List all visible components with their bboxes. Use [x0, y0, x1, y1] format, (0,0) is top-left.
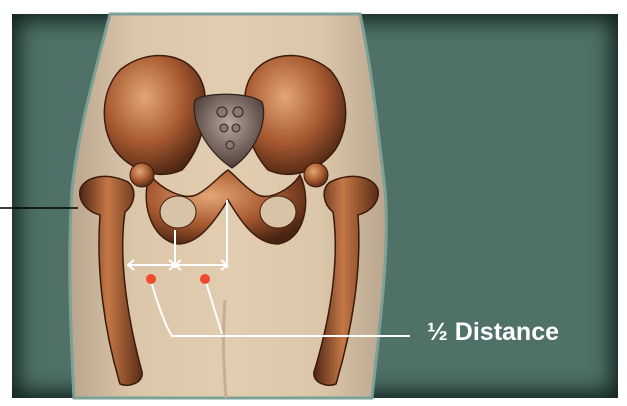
distance-label: ½ Distance — [427, 318, 559, 347]
left-marker-dot — [146, 274, 156, 284]
right-marker-dot — [200, 274, 210, 284]
